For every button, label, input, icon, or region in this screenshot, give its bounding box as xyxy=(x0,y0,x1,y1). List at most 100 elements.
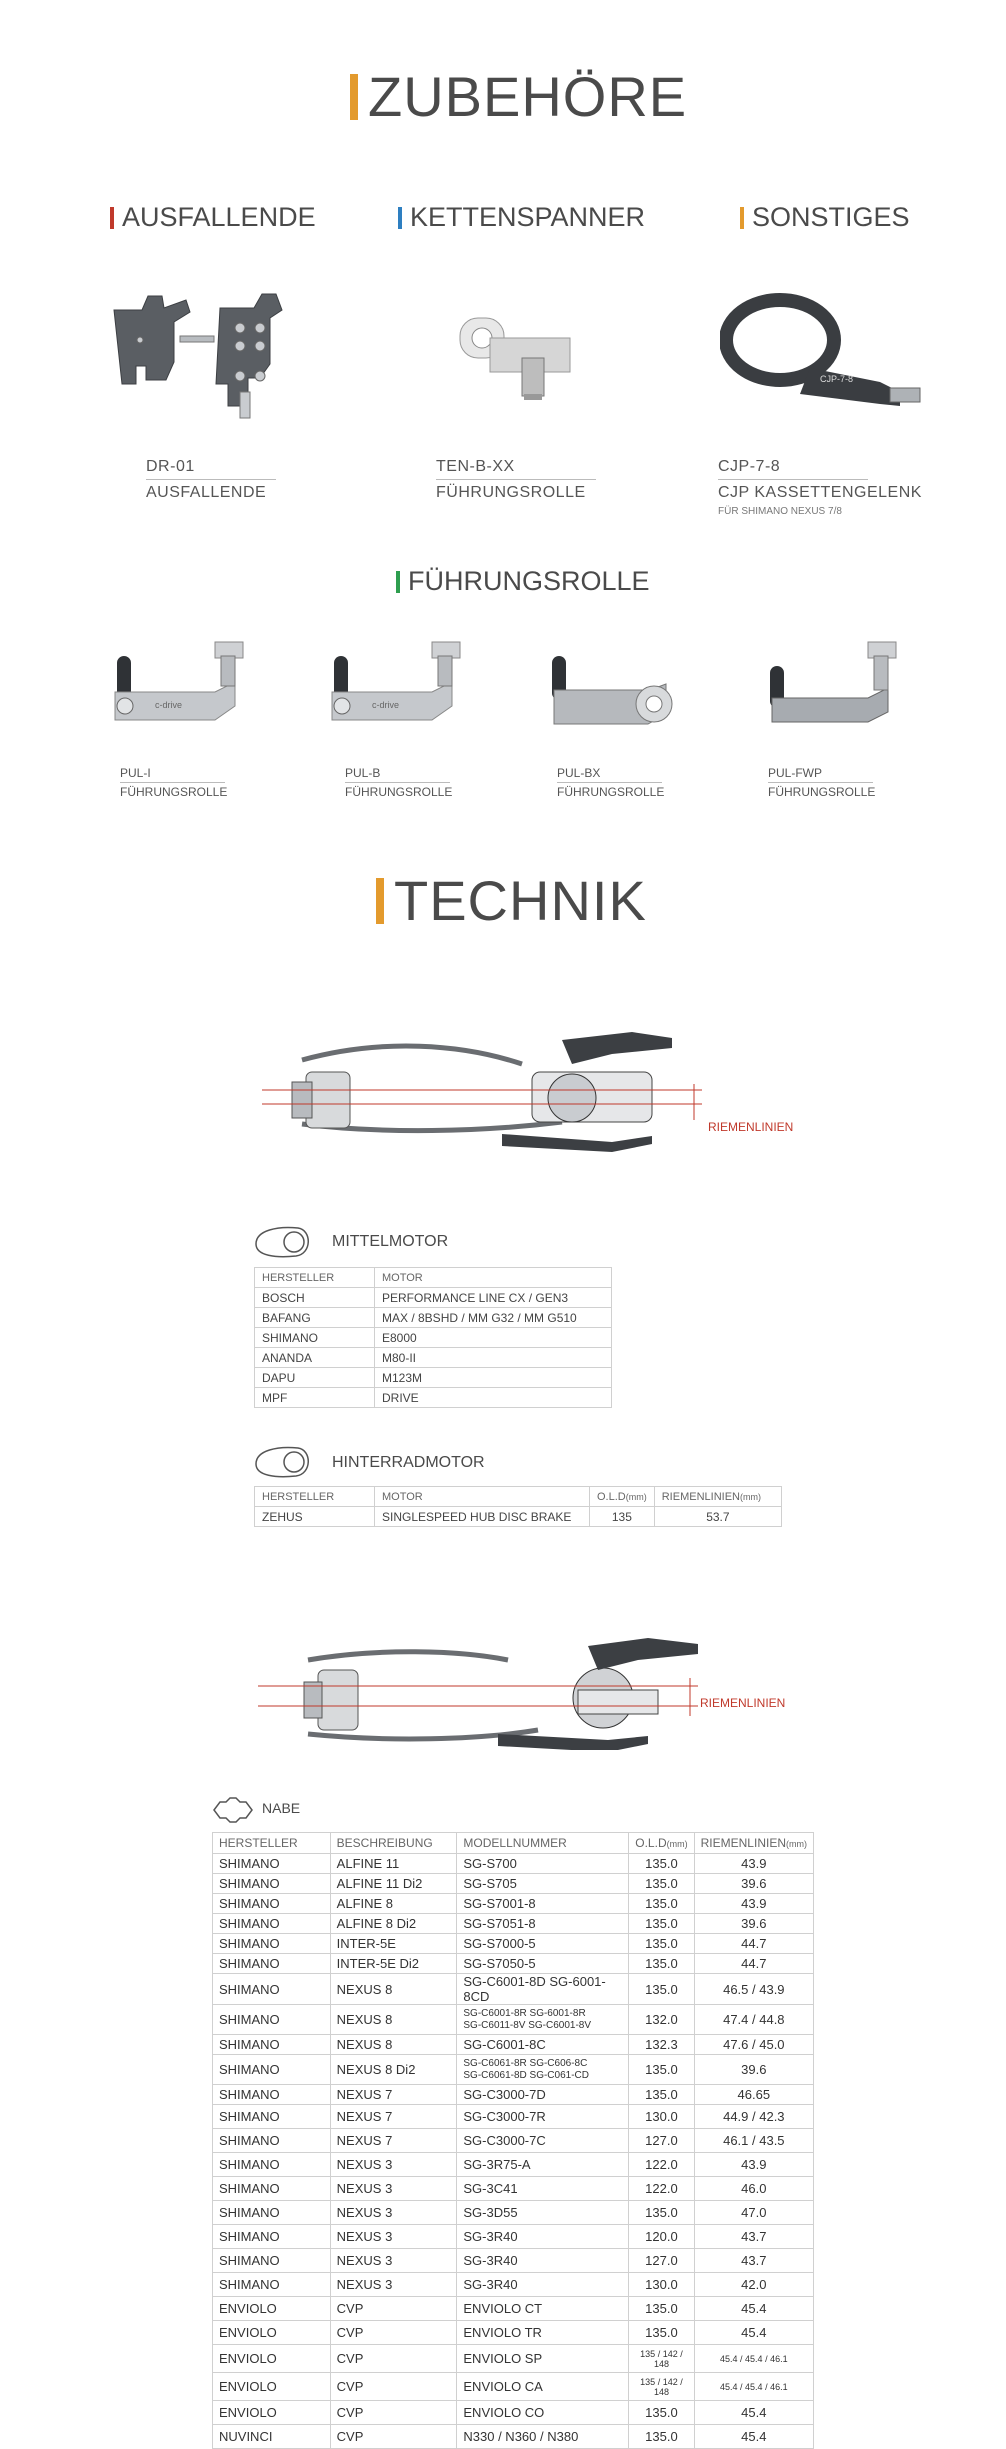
table-cell: 135.0 xyxy=(628,1893,695,1914)
table-cell: 45.4 xyxy=(693,2400,815,2425)
pulley-pul-i-image: c-drive xyxy=(114,641,244,721)
table-cell: CVP xyxy=(329,2372,458,2401)
table-cell: 135.0 xyxy=(628,1853,695,1874)
table-cell: SHIMANO xyxy=(212,2248,331,2273)
caption-divider xyxy=(120,782,225,783)
product-dr-01: DR-01 AUSFALLENDE xyxy=(146,458,276,502)
table-cell: CVP xyxy=(329,2400,458,2425)
caption-divider xyxy=(436,479,596,480)
table-cell: 132.0 xyxy=(628,2004,695,2035)
table-cell: NEXUS 7 xyxy=(329,2128,458,2153)
caption-divider xyxy=(146,479,276,480)
nabe-label: NABE xyxy=(262,1800,301,1816)
drivetrain-diagram-nabe xyxy=(258,1638,698,1750)
table-cell: 122.0 xyxy=(628,2152,695,2177)
table-cell: 120.0 xyxy=(628,2224,695,2249)
table-cell: SHIMANO xyxy=(212,2272,331,2297)
table-cell: 46.0 xyxy=(693,2176,815,2201)
table-cell: SHIMANO xyxy=(212,1873,331,1894)
table-cell: 135.0 xyxy=(628,2296,695,2321)
table-cell: SG-3R40 xyxy=(456,2272,630,2297)
table-cell: 135.0 xyxy=(628,1953,695,1974)
table-cell: 45.4 / 45.4 / 46.1 xyxy=(693,2372,815,2401)
table-header-row: HERSTELLER BESCHREIBUNG MODELLNUMMER O.L… xyxy=(212,1832,815,1854)
table-cell: 135.0 xyxy=(628,2320,695,2345)
table-cell: ENVIOLO CO xyxy=(456,2400,630,2425)
table-row: ZEHUS SINGLESPEED HUB DISC BRAKE 135 53.… xyxy=(254,1506,783,1527)
table-cell: ENVIOLO CA xyxy=(456,2372,630,2401)
table-cell: SHIMANO xyxy=(212,1853,331,1874)
table-cell: SG-S7000-5 xyxy=(456,1933,630,1954)
table-cell: 130.0 xyxy=(628,2104,695,2129)
category-accent-bar xyxy=(110,206,114,229)
title-accent-bar xyxy=(350,73,358,120)
table-cell: SHIMANO xyxy=(212,2200,331,2225)
table-cell: 135.0 xyxy=(628,2200,695,2225)
title-text: ZUBEHÖRE xyxy=(368,65,688,128)
table-cell: 39.6 xyxy=(693,2054,815,2085)
table-header-row: HERSTELLER MOTOR O.L.D(mm) RIEMENLINIEN(… xyxy=(254,1486,783,1507)
caption-divider xyxy=(768,782,873,783)
table-cell: ENVIOLO xyxy=(212,2296,331,2321)
table-cell: CVP xyxy=(329,2296,458,2321)
table-cell: ENVIOLO xyxy=(212,2320,331,2345)
table-cell: 130.0 xyxy=(628,2272,695,2297)
table-cell: NEXUS 3 xyxy=(329,2272,458,2297)
table-cell: SG-C6001-8R SG-6001-8R SG-C6011-8V SG-C6… xyxy=(456,2004,630,2035)
table-cell: 135.0 xyxy=(628,2400,695,2425)
table-cell: SG-S7001-8 xyxy=(456,1893,630,1914)
category-fuehrungsrolle: FÜHRUNGSROLLE xyxy=(396,566,650,597)
table-cell: 135.0 xyxy=(628,2424,695,2449)
table-cell: SHIMANO xyxy=(212,1893,331,1914)
table-cell: 45.4 xyxy=(693,2424,815,2449)
table-cell: N330 / N360 / N380 xyxy=(456,2424,630,2449)
table-cell: ENVIOLO TR xyxy=(456,2320,630,2345)
table-cell: NEXUS 7 xyxy=(329,2084,458,2105)
drivetrain-diagram-mittelmotor xyxy=(262,1032,702,1152)
table-cell: 135.0 xyxy=(628,1913,695,1934)
table-cell: 135.0 xyxy=(628,1873,695,1894)
table-cell: SHIMANO xyxy=(212,1953,331,1974)
caption-divider xyxy=(718,479,868,480)
hinterradmotor-label: HINTERRADMOTOR xyxy=(332,1454,485,1471)
table-cell: 44.9 / 42.3 xyxy=(693,2104,815,2129)
table-cell: SHIMANO xyxy=(212,2054,331,2085)
table-cell: SG-S705 xyxy=(456,1873,630,1894)
table-cell: SG-S700 xyxy=(456,1853,630,1874)
cassette-joint-image: CJP-7-8 xyxy=(720,293,921,406)
table-cell: SHIMANO xyxy=(212,1913,331,1934)
table-cell: ALFINE 11 xyxy=(329,1853,458,1874)
title-text: TECHNIK xyxy=(394,869,647,932)
nabe-icon xyxy=(213,1797,253,1823)
table-cell: NEXUS 8 xyxy=(329,2034,458,2055)
table-cell: SHIMANO xyxy=(212,2176,331,2201)
table-cell: 44.7 xyxy=(693,1933,815,1954)
table-cell: SHIMANO xyxy=(212,1973,331,2005)
table-cell: SG-C6001-8C xyxy=(456,2034,630,2055)
table-cell: 39.6 xyxy=(693,1913,815,1934)
product-cjp-7-8: CJP-7-8 CJP KASSETTENGELENK FÜR SHIMANO … xyxy=(718,458,922,517)
table-cell: SHIMANO xyxy=(212,2034,331,2055)
table-cell: NEXUS 3 xyxy=(329,2248,458,2273)
rolle-pul-bx: PUL-BX FÜHRUNGSROLLE xyxy=(557,766,665,799)
table-cell: NEXUS 3 xyxy=(329,2176,458,2201)
rolle-pul-i: PUL-I FÜHRUNGSROLLE xyxy=(120,766,228,799)
table-cell: SHIMANO xyxy=(212,2084,331,2105)
table-cell: NEXUS 3 xyxy=(329,2152,458,2177)
table-cell: SHIMANO xyxy=(212,1933,331,1954)
section-title-zubehoere: ZUBEHÖRE xyxy=(350,64,687,129)
table-cell: SG-C6061-8R SG-C606-8C SG-C6061-8D SG-C0… xyxy=(456,2054,630,2085)
